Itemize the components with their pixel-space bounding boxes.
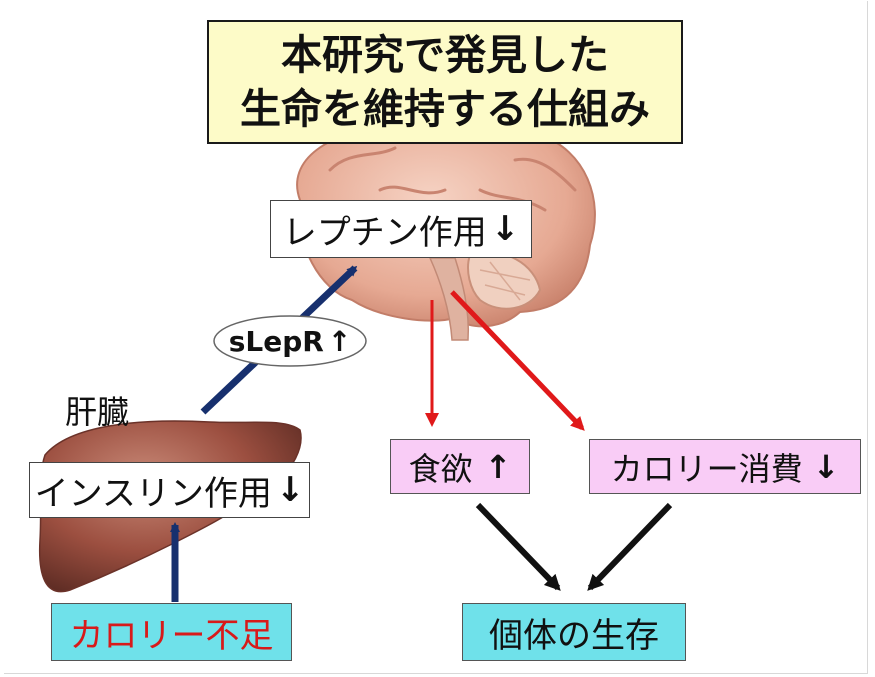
appetite-box: 食欲 ↑ [390, 439, 530, 494]
calorie-to-survival-arrow [587, 502, 673, 591]
leptin-down-arrow: ↓ [490, 209, 520, 249]
brain-to-calorie-arrow [450, 290, 585, 431]
calorie-shortage-box: カロリー不足 [51, 603, 292, 661]
slepr-label-box: sLepR↑ [214, 318, 366, 364]
insulin-action-label: インスリン作用 [34, 473, 272, 514]
slepr-label: sLepR [228, 324, 324, 358]
calorie-expenditure-label: カロリー消費 [610, 449, 803, 488]
title-line-2: 生命を維持する仕組み [240, 85, 650, 133]
insulin-down-arrow: ↓ [275, 470, 305, 510]
appetite-up-arrow: ↑ [484, 447, 512, 486]
leptin-action-label: レプチン作用 [282, 212, 487, 253]
appetite-to-survival-arrow [475, 502, 561, 591]
title-box: 本研究で発見した 生命を維持する仕組み [207, 20, 683, 144]
appetite-label: 食欲 [408, 449, 473, 488]
title-line-1: 本研究で発見した [281, 31, 609, 79]
insulin-action-box: インスリン作用↓ [29, 462, 310, 518]
leptin-action-box: レプチン作用↓ [270, 200, 532, 258]
slepr-up-arrow: ↑ [327, 324, 352, 358]
survival-box: 個体の生存 [462, 603, 686, 661]
calorie-expenditure-box: カロリー消費↓ [589, 439, 861, 494]
slepr-ellipse [213, 315, 367, 367]
slide-frame [4, 1, 868, 674]
liver-name-label: 肝臓 [65, 393, 130, 431]
calorie-expenditure-down-arrow: ↓ [812, 447, 840, 486]
